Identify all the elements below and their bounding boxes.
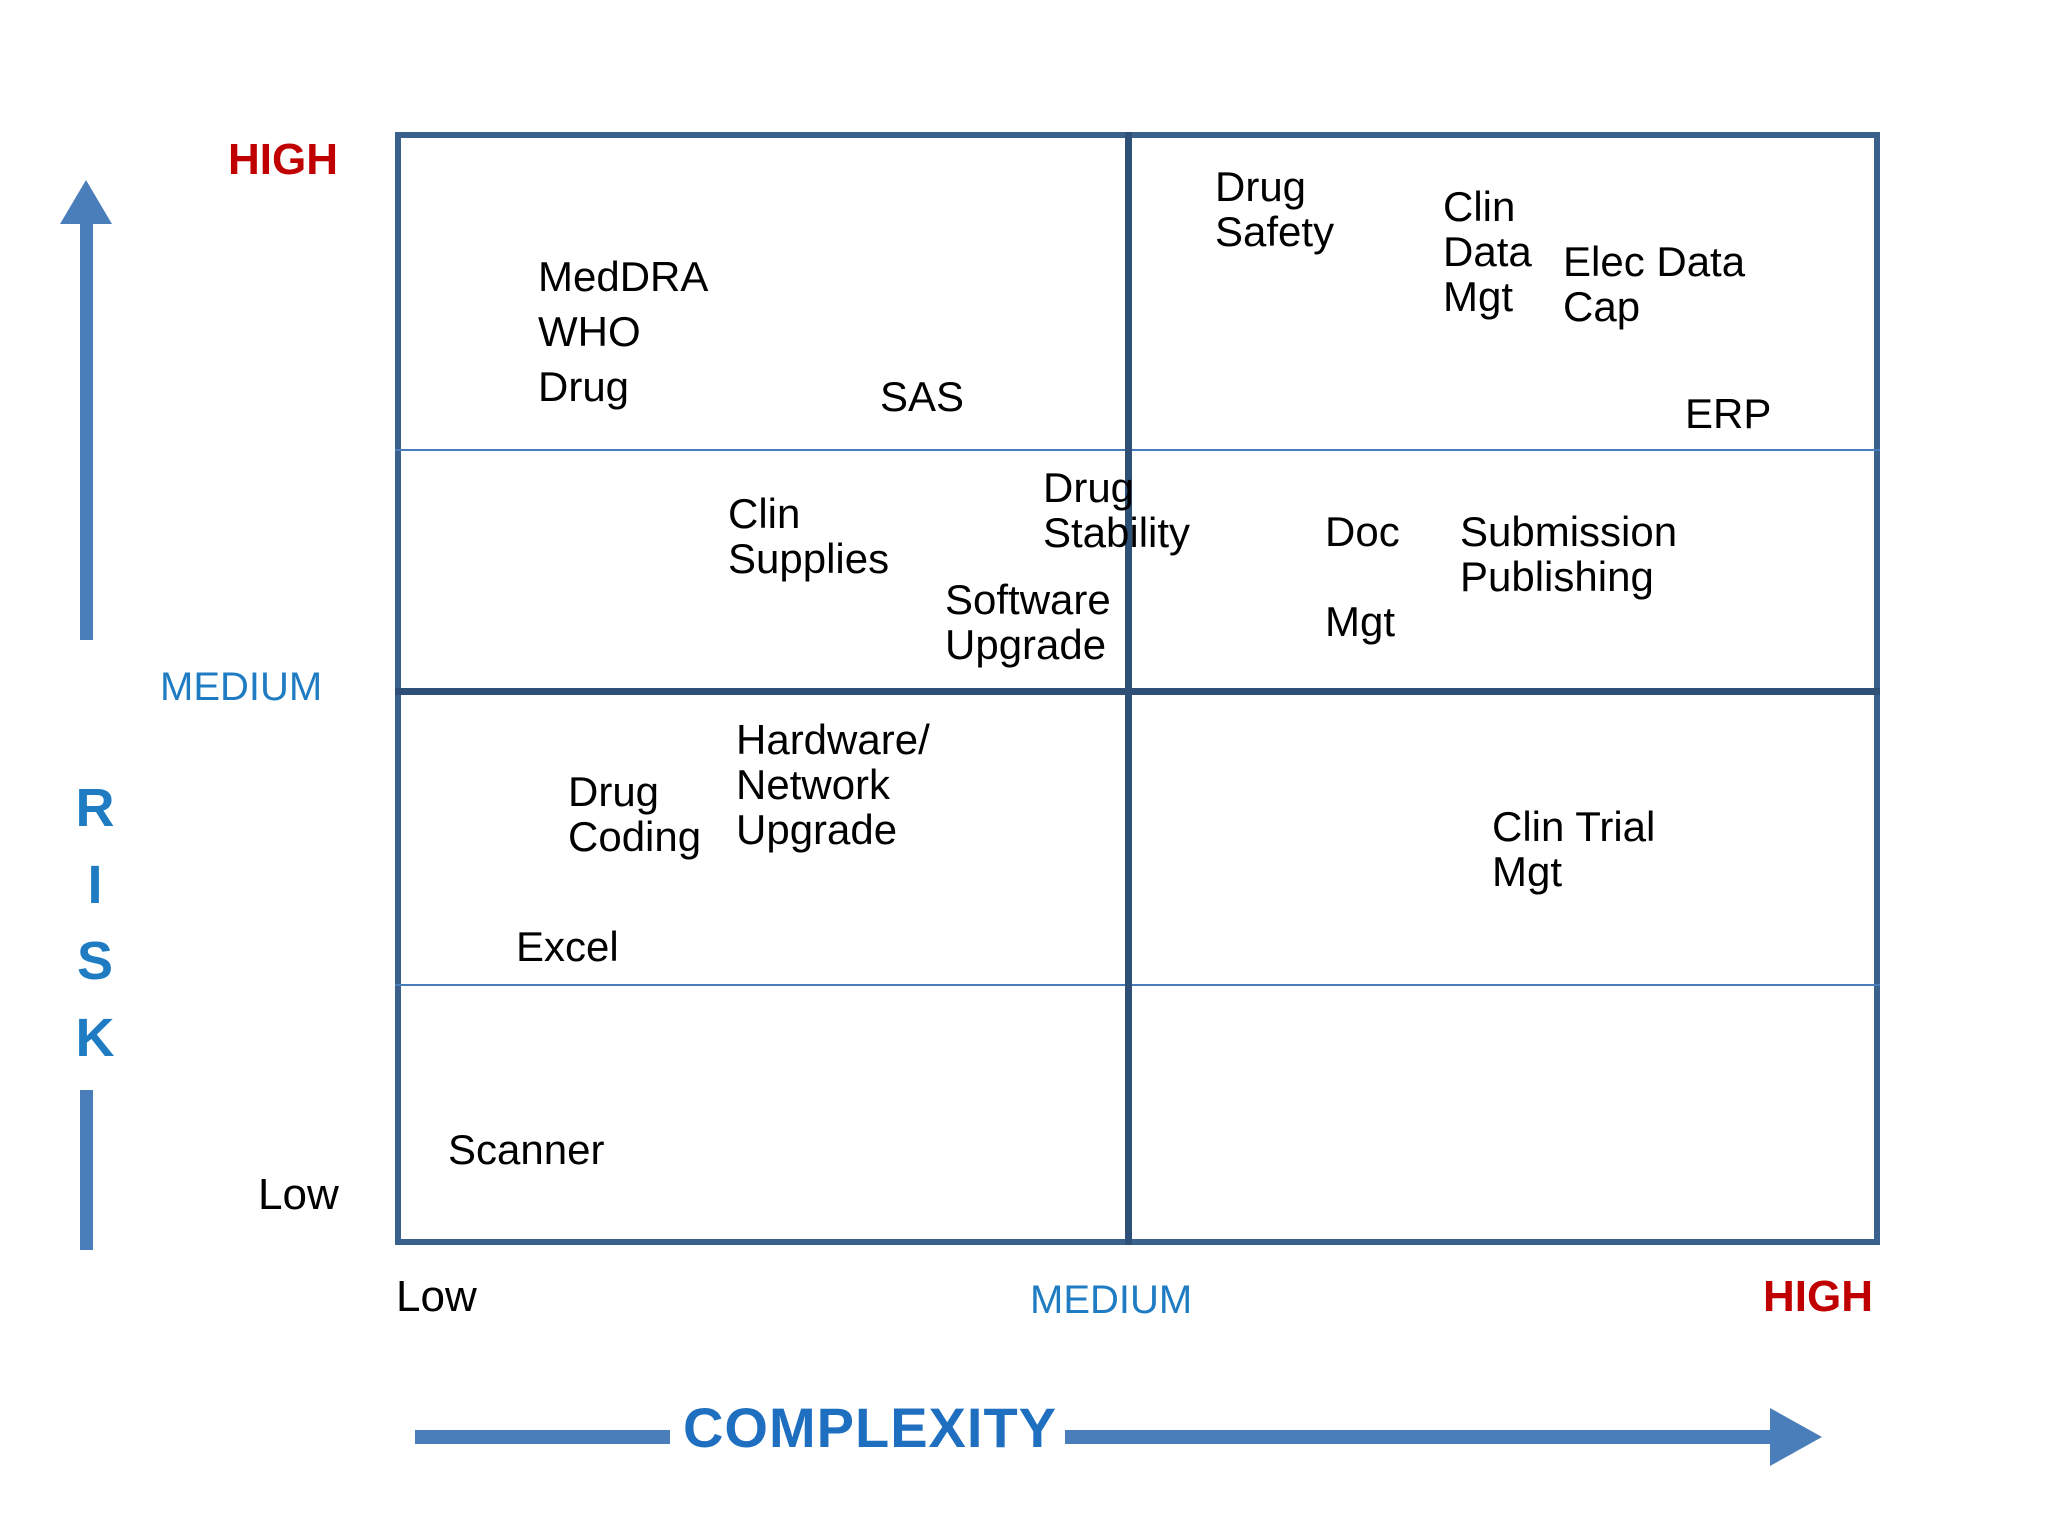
complexity-axis-shaft-right <box>1065 1430 1775 1444</box>
item-meddra: MedDRA <box>538 253 709 300</box>
item-software-upgrade: Software Upgrade <box>945 576 1111 668</box>
item-erp: ERP <box>1685 390 1772 437</box>
complexity-axis-shaft-left <box>415 1430 670 1444</box>
item-drug: Drug <box>538 363 630 410</box>
risk-axis-title: R I S K <box>55 770 135 1077</box>
grid-line-lower-thin <box>395 984 1880 986</box>
item-excel: Excel <box>516 923 619 970</box>
item-elec-data-cap: Elec Data Cap <box>1563 238 1746 330</box>
item-submission-publishing: Submission Publishing <box>1460 508 1678 600</box>
item-sas: SAS <box>880 373 965 420</box>
risk-tick-low: Low <box>258 1170 339 1219</box>
item-drug-coding: Drug Coding <box>568 768 702 860</box>
risk-axis-shaft-lower <box>80 1090 93 1250</box>
risk-axis-letter-i: I <box>87 854 103 915</box>
risk-axis-letter-s: S <box>76 931 114 992</box>
item-who: WHO <box>538 308 641 355</box>
item-clin-supplies: Clin Supplies <box>728 490 890 582</box>
item-hardware-network-upgrade: Hardware/ Network Upgrade <box>736 716 930 853</box>
item-clin-data-mgt: Clin Data Mgt <box>1443 183 1532 320</box>
item-scanner: Scanner <box>448 1126 605 1173</box>
grid-line-upper-thin <box>395 449 1880 451</box>
complexity-tick-medium: MEDIUM <box>1030 1278 1193 1322</box>
item-doc-mgt: Doc Mgt <box>1325 508 1400 645</box>
complexity-tick-low: Low <box>396 1272 477 1321</box>
risk-tick-medium: MEDIUM <box>160 665 323 709</box>
risk-axis-letter-k: K <box>75 1008 115 1069</box>
grid-line-middle-thick <box>395 688 1880 695</box>
item-drug-stability: Drug Stability <box>1043 464 1191 556</box>
risk-axis-shaft-upper <box>80 200 93 640</box>
complexity-axis-title: COMPLEXITY <box>682 1396 1058 1459</box>
grid-line-vertical <box>1125 132 1132 1245</box>
complexity-axis-arrow-icon <box>1770 1408 1822 1466</box>
complexity-tick-high: HIGH <box>1763 1272 1873 1321</box>
risk-axis-letter-r: R <box>75 778 115 838</box>
item-clin-trial-mgt: Clin Trial Mgt <box>1492 803 1656 895</box>
item-drug-safety: Drug Safety <box>1215 163 1335 255</box>
risk-tick-high: HIGH <box>228 135 338 184</box>
